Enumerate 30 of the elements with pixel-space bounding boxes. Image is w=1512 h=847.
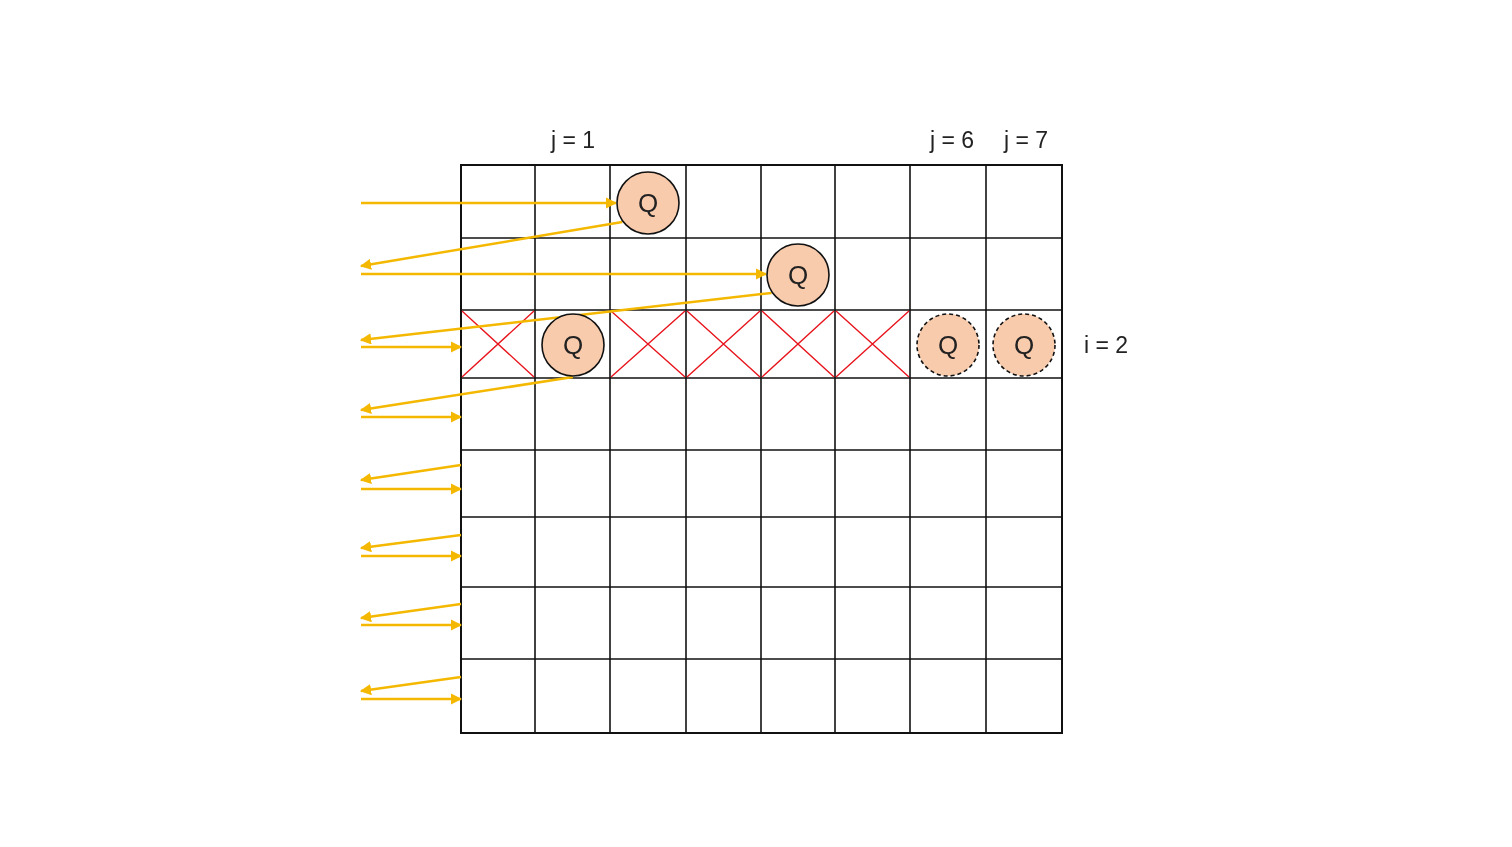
queen-label: Q — [637, 190, 659, 216]
arrow — [361, 197, 618, 209]
arrow — [361, 483, 463, 495]
queen-label: Q — [787, 262, 809, 288]
arrow — [359, 602, 462, 623]
queen-circle — [992, 313, 1056, 377]
queen-label: Q — [1013, 332, 1035, 358]
queen-circle — [616, 171, 680, 235]
arrow — [361, 411, 463, 423]
index-label: j = 7 — [1003, 126, 1049, 154]
arrow — [361, 693, 463, 705]
arrow — [359, 675, 462, 696]
queen-circle — [916, 313, 980, 377]
arrow — [359, 375, 574, 414]
queen-label: Q — [937, 332, 959, 358]
arrow — [361, 268, 768, 280]
queen-label: Q — [562, 332, 584, 358]
arrow — [361, 341, 463, 353]
arrow — [359, 291, 772, 345]
index-label: j = 1 — [550, 126, 596, 154]
index-label: j = 6 — [929, 126, 975, 154]
chessboard-grid — [461, 165, 1062, 733]
arrow — [361, 619, 463, 631]
queen-circle — [541, 313, 605, 377]
arrow — [361, 550, 463, 562]
index-label: i = 2 — [1083, 331, 1129, 359]
arrow — [359, 463, 462, 485]
queen-circle — [766, 243, 830, 307]
arrow — [359, 220, 623, 270]
arrow — [359, 533, 462, 553]
